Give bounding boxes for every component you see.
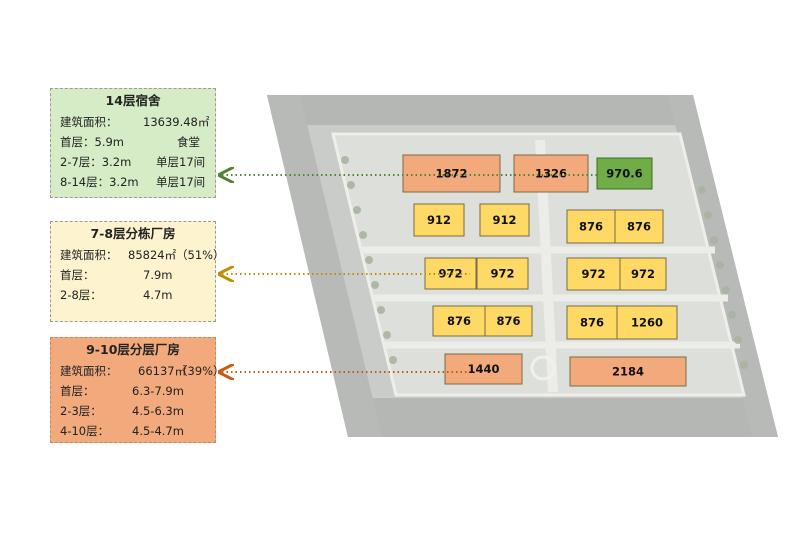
row-label: 8-14层：3.2m [60,175,139,189]
building-green [596,157,653,190]
panel-row: 2-3层： 4.5-6.3m [51,401,215,421]
building-yellow [413,203,465,237]
row-label: 4-10层： [60,424,110,438]
panel-row: 首层：5.9m 食堂 [51,132,215,152]
row-value: 4.5-6.3m [132,404,184,418]
panel-title: 9-10层分层厂房 [86,342,180,357]
panel-row: 建筑面积： 85824㎡ （51%） [51,245,225,265]
panel-row: 首层： 7.9m [51,265,215,285]
panel-row: 2-8层： 4.7m [51,285,215,305]
row-value: 13639.48㎡ [143,115,210,129]
panel-row: 2-7层：3.2m 单层17间 [51,152,215,172]
panel-row: 建筑面积： 66137㎡ （39%） [51,361,225,381]
building-yellow [479,203,530,237]
leader-arrows [222,175,598,372]
info-panel-multi-storey-factory: 7-8层分栋厂房 建筑面积： 85824㎡ （51%） 首层： 7.9m 2-8… [50,221,225,322]
row-label: 首层：5.9m [60,135,124,149]
building-yellow [619,257,667,291]
row-label: 2-3层： [60,404,102,418]
building-label: 970.6 [606,167,642,181]
building-yellow [432,305,486,337]
row-value: 6.3-7.9m [132,384,184,398]
info-panel-dormitory: 14层宿舍 建筑面积： 13639.48㎡ 首层：5.9m 食堂 2-7层：3.… [50,88,216,198]
building-yellow [614,209,664,244]
row-label: 首层： [60,384,95,398]
row-extra: 食堂 [177,135,200,149]
info-panel-layered-factory: 9-10层分层厂房 建筑面积： 66137㎡ （39%） 首层： 6.3-7.9… [50,337,225,443]
building-label: 912 [492,213,516,227]
building-yellow [566,305,618,340]
row-label: 2-7层：3.2m [60,155,132,169]
row-extra: 单层17间 [156,155,206,169]
building-label: 1440 [467,362,499,376]
building-orange [569,356,687,387]
building-label: 972 [490,267,514,281]
building-yellow [616,305,678,340]
building-label: 876 [627,220,651,234]
building-orange [444,353,523,385]
building-label: 1260 [631,316,663,330]
row-extra: （51%） [176,248,225,262]
row-extra: 单层17间 [156,175,206,189]
row-label: 建筑面积： [60,248,118,262]
building-label: 972 [631,267,655,281]
building-label: 1872 [435,167,467,181]
building-label: 876 [580,316,604,330]
row-label: 首层： [60,268,95,282]
row-label: 建筑面积： [60,115,118,129]
panel-row: 首层： 6.3-7.9m [51,381,215,401]
row-value: 7.9m [143,268,173,282]
row-label: 建筑面积： [60,364,118,378]
building-label: 1326 [535,167,567,181]
panel-row: 4-10层： 4.5-4.7m [51,421,215,441]
building-orange [402,154,501,193]
building-orange [513,154,589,193]
row-extra: （39%） [176,364,225,378]
building-label: 876 [496,314,520,328]
building-yellow [484,305,533,337]
building-label: 876 [447,314,471,328]
row-value: 66137㎡ [138,364,187,378]
row-value: 4.5-4.7m [132,424,184,438]
buildings: 1872 1326 970.6 912 912 876 876 972 972 972 972 876… [402,154,687,387]
building-yellow [566,257,621,291]
building-label: 912 [427,213,451,227]
building-label: 972 [581,267,605,281]
building-label: 876 [579,220,603,234]
row-label: 2-8层： [60,288,102,302]
panel-row: 8-14层：3.2m 单层17间 [51,172,215,192]
building-yellow [476,257,529,290]
building-label: 972 [438,267,462,281]
panel-row: 建筑面积： 13639.48㎡ [51,112,215,132]
panel-title: 7-8层分栋厂房 [90,226,176,241]
row-value: 4.7m [143,288,173,302]
panel-title: 14层宿舍 [105,93,161,108]
row-value: 85824㎡ [128,248,177,262]
building-label: 2184 [612,365,644,379]
